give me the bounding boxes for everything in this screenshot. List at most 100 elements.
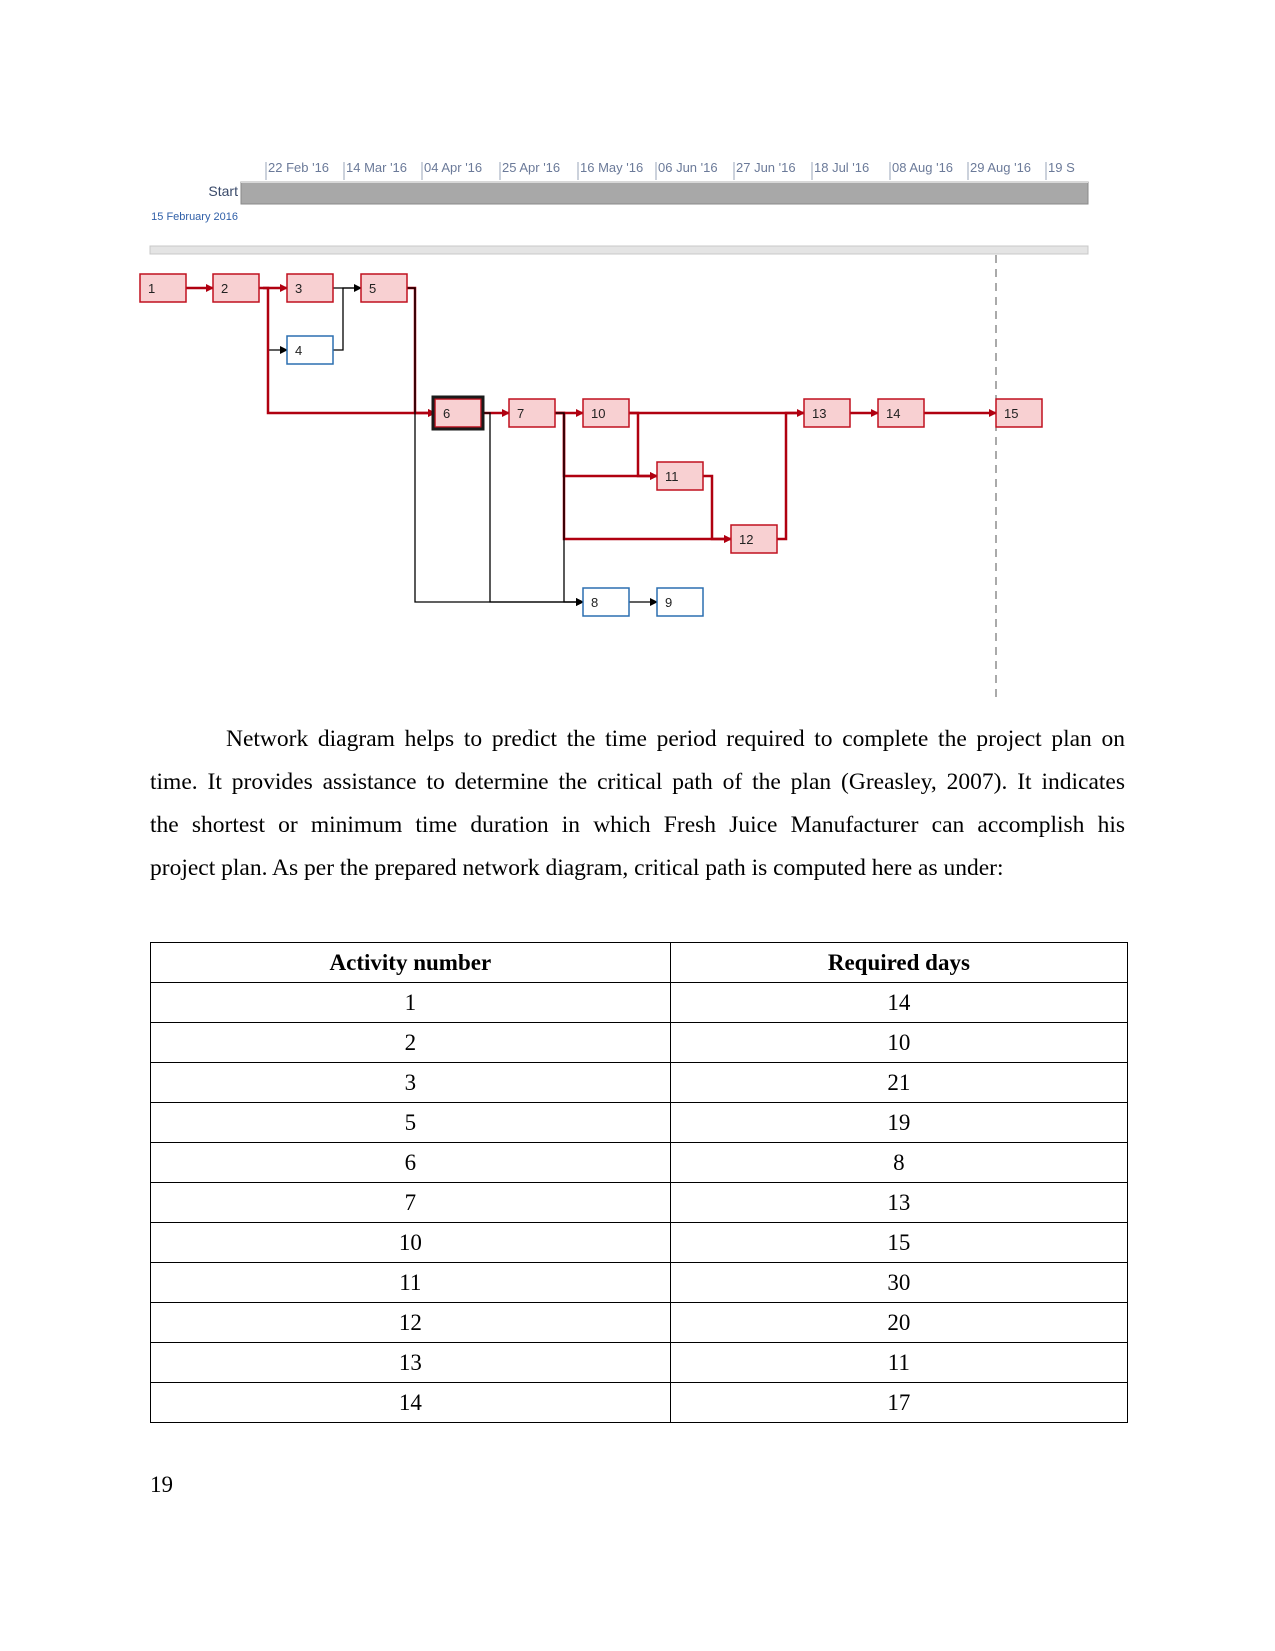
node-2[interactable]: 2 [212,273,260,303]
timeline-date-label: 18 Jul '16 [814,160,869,175]
timeline-date-label: 29 Aug '16 [970,160,1031,175]
table-cell: 5 [150,1102,671,1143]
timeline-date-label: 16 May '16 [580,160,643,175]
table-header-cell: Activity number [150,942,671,983]
node-15[interactable]: 15 [995,398,1043,428]
node-box [360,273,408,303]
node-label: 12 [739,532,753,547]
timeline-date-label: 19 S [1048,160,1075,175]
timeline-bar [240,181,1089,205]
node-box [803,398,851,428]
paragraph-line: Network diagram helps to predict the tim… [226,726,1125,752]
critical-connector [777,411,804,541]
node-6[interactable]: 6 [431,395,485,431]
table-cell: 8 [669,1142,1129,1183]
node-label: 9 [665,595,672,610]
timeline-start-date: 15 February 2016 [151,211,238,223]
connector [407,287,584,606]
table-cell: 14 [150,1382,671,1423]
node-5[interactable]: 5 [360,273,408,303]
node-11[interactable]: 11 [656,461,704,491]
paragraph-line: the shortest or minimum time duration in… [150,812,1125,838]
node-label: 13 [812,406,826,421]
critical-connector [629,411,658,480]
node-label: 10 [591,406,605,421]
node-label: 2 [221,281,228,296]
connector [333,287,355,351]
table-header-cell: Required days [669,942,1129,983]
table-cell: 30 [669,1262,1129,1303]
table-cell: 14 [669,982,1129,1023]
node-1[interactable]: 1 [139,273,187,303]
critical-connector [263,286,436,417]
node-4[interactable]: 4 [286,335,334,365]
table-cell: 17 [669,1382,1129,1423]
node-box [995,398,1043,428]
table-cell: 15 [669,1222,1129,1263]
node-10[interactable]: 10 [582,398,630,428]
table-cell: 20 [669,1302,1129,1343]
connector [555,412,584,606]
paragraph-line: time. It provides assistance to determin… [150,769,1125,795]
timeline-date-label: 04 Apr '16 [424,160,482,175]
timeline: 22 Feb '16 14 Mar '16 04 Apr '16 25 Apr '16… [151,160,1089,223]
node-14[interactable]: 14 [877,398,925,428]
node-label: 14 [886,406,900,421]
table-cell: 6 [150,1142,671,1183]
critical-connector [407,286,436,417]
node-label: 15 [1004,406,1018,421]
node-3[interactable]: 3 [286,273,334,303]
node-box [730,524,778,554]
network-diagram: 22 Feb '16 14 Mar '16 04 Apr '16 25 Apr '16… [139,160,1089,700]
critical-connector [703,474,732,543]
timeline-date-label: 22 Feb '16 [268,160,329,175]
table-cell: 11 [150,1262,671,1303]
node-box [508,398,556,428]
paragraph-line: project plan. As per the prepared networ… [150,855,1004,881]
node-7[interactable]: 7 [508,398,556,428]
connector [263,287,288,354]
table-cell: 19 [669,1102,1129,1143]
body-paragraph: Network diagram helps to predict the tim… [150,718,1125,890]
node-box [656,587,704,617]
node-label: 7 [517,406,524,421]
table-cell: 3 [150,1062,671,1103]
table-header-row: Activity number Required days [150,942,1129,983]
table-cell: 13 [669,1182,1129,1223]
table-cell: 21 [669,1062,1129,1103]
table-cell: 13 [150,1342,671,1383]
node-label: 3 [295,281,302,296]
node-label: 6 [443,406,450,421]
node-box [877,398,925,428]
table-cell: 10 [669,1022,1129,1063]
node-label: 5 [369,281,376,296]
node-box [434,398,482,428]
timeline-date-label: 27 Jun '16 [736,160,796,175]
node-selection-outline [431,395,485,431]
node-13[interactable]: 13 [803,398,851,428]
node-12[interactable]: 12 [730,524,778,554]
timeline-date-label: 25 Apr '16 [502,160,560,175]
node-label: 8 [591,595,598,610]
timeline-date-label: 14 Mar '16 [346,160,407,175]
node-8[interactable]: 8 [582,587,630,617]
table-cell: 1 [150,982,671,1023]
timeline-start-label: Start [208,183,238,199]
node-box [582,587,630,617]
timeline-date-label: 06 Jun '16 [658,160,718,175]
node-label: 1 [148,281,155,296]
node-box [286,273,334,303]
node-box [212,273,260,303]
node-9[interactable]: 9 [656,587,704,617]
